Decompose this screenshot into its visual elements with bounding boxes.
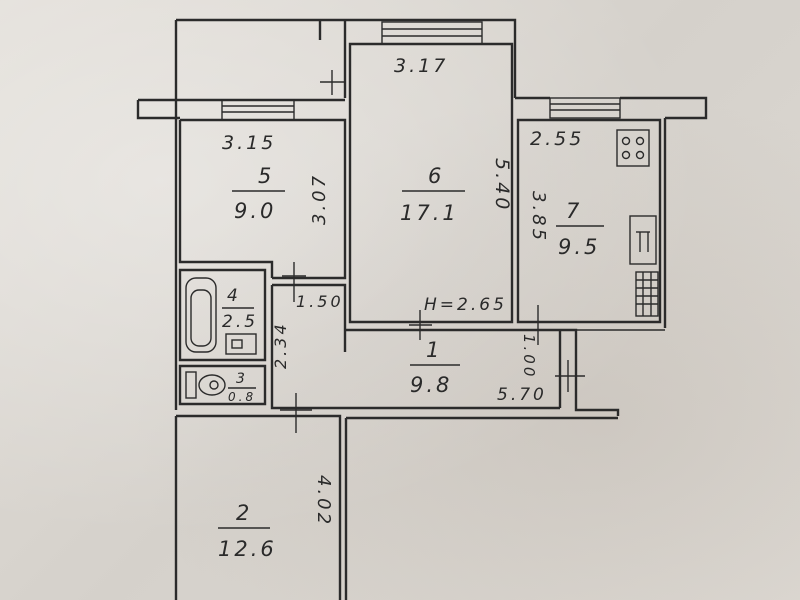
room7-area: 9.5 [558, 235, 600, 259]
hall-side-dim: 2.34 [271, 321, 290, 369]
room5-walls [178, 118, 347, 280]
room5-length: 3.07 [309, 173, 330, 225]
door-mark [280, 393, 312, 433]
room7-width: 2.55 [530, 128, 584, 150]
radiator-icon [635, 271, 659, 317]
balcony-outline [174, 18, 517, 100]
exterior-wall [136, 96, 708, 410]
room5-number: 5 [258, 164, 274, 188]
room7-walls [516, 118, 662, 324]
room5-width: 3.15 [222, 132, 276, 154]
room4-area: 2.5 [222, 312, 258, 332]
room1-number: 1 [426, 338, 442, 362]
room6-length: 5.40 [491, 158, 513, 212]
door-mark [282, 262, 306, 302]
toilet-icon [185, 371, 226, 399]
bathtub-icon [185, 277, 257, 355]
room6-area: 17.1 [400, 201, 459, 225]
room2-area: 12.6 [218, 537, 277, 561]
room6-width: 3.17 [394, 55, 448, 77]
hall-length-dim: 5.70 [497, 385, 547, 405]
room2-walls [174, 414, 618, 600]
room7-length: 3.85 [528, 191, 549, 243]
hall-upper-dim: 1.50 [296, 292, 344, 311]
room7-number: 7 [566, 199, 582, 223]
room6-number: 6 [428, 164, 444, 188]
room4-number: 4 [227, 286, 241, 306]
stove-icon [616, 129, 650, 167]
window-room7 [549, 97, 621, 119]
room2-number: 2 [236, 501, 252, 525]
door-mark [526, 305, 552, 345]
door-mark [555, 360, 585, 392]
toilet-walls [178, 364, 267, 406]
room3-number: 3 [236, 371, 248, 387]
bathroom-walls [178, 268, 267, 362]
room1-area: 9.8 [410, 373, 452, 397]
sink-icon [629, 215, 657, 265]
hall-walls [270, 283, 620, 416]
door-mark [409, 310, 432, 340]
room3-area: 0.8 [228, 390, 256, 404]
room5-area: 9.0 [234, 199, 276, 223]
room6-walls [348, 42, 514, 324]
hall-width-dim: 1.00 [520, 334, 538, 379]
ceiling-height: H=2.65 [424, 295, 507, 315]
room2-length: 4.02 [313, 475, 334, 527]
